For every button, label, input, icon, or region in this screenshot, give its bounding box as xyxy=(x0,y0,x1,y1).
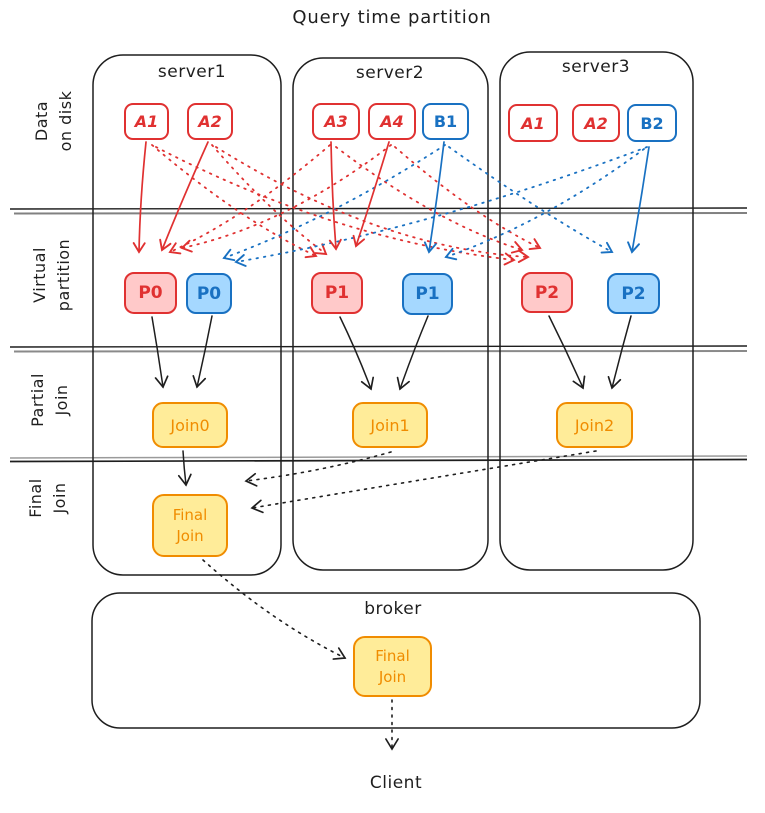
shuffle-s2a4-to-p2 xyxy=(394,146,542,251)
partition-p1-blue: P1 xyxy=(402,273,453,315)
arrow-s1a1-to-p0 xyxy=(132,141,147,254)
segment-a1-server1: A1 xyxy=(124,103,169,140)
shuffle-s2a3-to-p2 xyxy=(335,146,524,254)
segment-a4-server2: A4 xyxy=(368,103,416,140)
arrow-p0blue-to-join0 xyxy=(192,315,213,389)
segment-a3-server2: A3 xyxy=(312,103,360,140)
red-shuffle-lines xyxy=(151,144,542,266)
arrow-finaljoin-to-broker xyxy=(202,559,347,660)
server3-title: server3 xyxy=(561,57,631,77)
final-join-line: Join xyxy=(176,526,204,545)
partition-p0-blue: P0 xyxy=(186,273,232,314)
shuffle-s3b2-to-p0 xyxy=(234,146,648,267)
segment-a2-server3: A2 xyxy=(572,104,620,142)
shuffle-s2b1-to-p2 xyxy=(448,146,614,254)
partition-to-join-arrows xyxy=(151,315,632,487)
arrow-p1blue-to-join1 xyxy=(396,315,429,391)
row-divider-lines xyxy=(9,207,748,463)
arrow-s3b2-to-p2 xyxy=(627,146,650,254)
server2-outline xyxy=(292,57,489,571)
row-label-virtual-partition: Virtual partition xyxy=(28,215,80,335)
final-join-server1: Final Join xyxy=(152,494,228,557)
diagram-title: Query time partition xyxy=(292,7,492,28)
arrow-p2blue-to-join2 xyxy=(607,315,632,390)
row-label-line: Join xyxy=(50,482,69,514)
partition-p0-red: P0 xyxy=(124,272,177,314)
arrow-s2b1-to-p1 xyxy=(423,141,445,254)
broker-outline xyxy=(91,592,701,729)
server2-title: server2 xyxy=(355,63,425,83)
row-label-line: on disk xyxy=(56,90,75,152)
dotted-result-arrows xyxy=(202,450,597,751)
row-label-line: Data xyxy=(32,100,51,142)
row-label-line: Virtual xyxy=(30,247,49,303)
row-label-line: Final xyxy=(26,478,45,518)
shuffle-s1a1-to-p1 xyxy=(151,144,318,259)
segment-b2-server3: B2 xyxy=(627,104,677,142)
join1-box: Join1 xyxy=(352,402,428,448)
arrow-join2-to-finaljoin xyxy=(250,450,597,514)
segment-a1-server3: A1 xyxy=(508,104,558,142)
arrow-s1a2-to-p0 xyxy=(159,141,209,252)
join2-box: Join2 xyxy=(556,402,633,448)
shuffle-s1a2-to-p2 xyxy=(215,146,530,263)
final-join-line: Final xyxy=(375,647,410,666)
arrow-s2a3-to-p1 xyxy=(328,141,342,251)
row-label-line: partition xyxy=(54,238,73,312)
server1-title: server1 xyxy=(157,62,227,82)
shuffle-s1a1-to-p2 xyxy=(155,146,516,266)
final-join-line: Join xyxy=(378,667,407,686)
shuffle-s2a3-to-p0 xyxy=(168,144,331,255)
broker-title: broker xyxy=(364,599,422,619)
partition-p1-red: P1 xyxy=(311,272,363,314)
shuffle-s3b2-to-p1 xyxy=(444,148,645,261)
shuffle-s1a2-to-p1 xyxy=(211,144,328,256)
blue-local-arrows xyxy=(423,141,650,254)
arrow-s2a4-to-p1 xyxy=(352,141,390,248)
arrow-p0red-to-join0 xyxy=(151,316,169,389)
row-label-final-join: Final Join xyxy=(24,438,76,558)
container-outlines xyxy=(91,51,701,729)
final-join-broker: Final Join xyxy=(353,636,432,697)
join0-box: Join0 xyxy=(152,402,228,448)
segment-b1-server2: B1 xyxy=(422,103,469,140)
arrow-join1-to-finaljoin xyxy=(244,451,392,487)
arrow-p1red-to-join1 xyxy=(339,316,375,391)
partition-p2-blue: P2 xyxy=(607,273,660,314)
red-local-arrows xyxy=(132,141,390,254)
server3-outline xyxy=(499,51,694,571)
server1-outline xyxy=(92,54,282,576)
final-join-line: Final xyxy=(172,506,208,525)
client-label: Client xyxy=(369,773,423,793)
arrow-p2red-to-join2 xyxy=(548,315,586,390)
arrow-join0-to-finaljoin xyxy=(177,450,192,487)
row-label-data-on-disk: Data on disk xyxy=(30,61,82,181)
segment-a2-server1: A2 xyxy=(187,103,233,140)
partition-p2-red: P2 xyxy=(521,272,573,313)
